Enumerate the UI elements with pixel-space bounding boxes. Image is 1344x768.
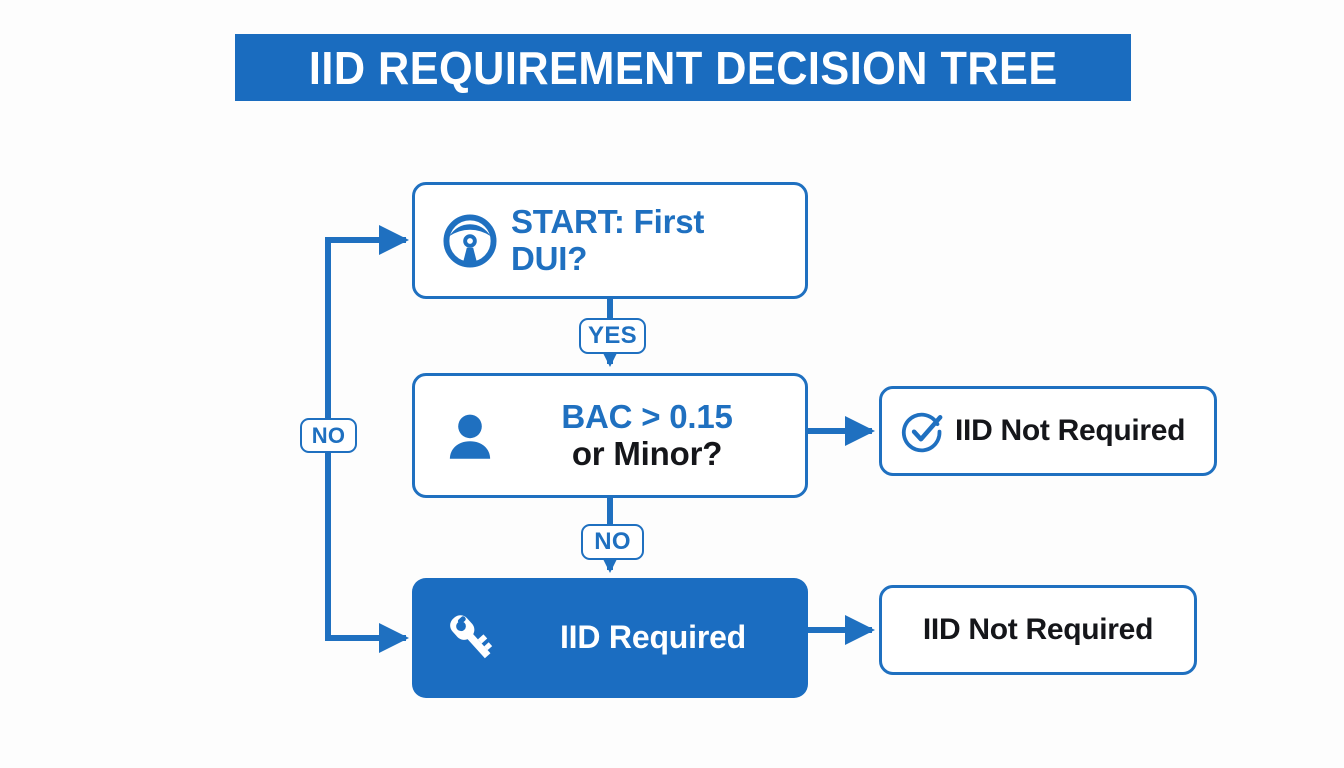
node-bac-label-line2: or Minor? — [571, 434, 723, 472]
edge-label-yes: YES — [579, 318, 646, 354]
node-iid-required[interactable]: IID Required — [412, 578, 808, 698]
steering-wheel-icon — [439, 210, 501, 272]
node-bac-label: BAC > 0.15 or Minor? — [507, 397, 787, 473]
node-iid-not-required-bottom-label: IID Not Required — [922, 613, 1154, 647]
edge-label-no-middle: NO — [581, 524, 644, 560]
node-bac-label-line1: BAC > 0.15 — [561, 397, 733, 435]
check-circle-icon — [900, 408, 946, 454]
node-iid-not-required-bottom[interactable]: IID Not Required — [879, 585, 1197, 675]
key-icon — [440, 605, 502, 671]
page-title-banner: IID REQUIREMENT DECISION TREE — [235, 34, 1131, 101]
person-icon — [439, 405, 501, 467]
node-iid-not-required-top[interactable]: IID Not Required — [879, 386, 1217, 476]
edge-label-no-left: NO — [300, 418, 357, 453]
node-bac-or-minor[interactable]: BAC > 0.15 or Minor? — [412, 373, 808, 498]
node-iid-not-required-top-label: IID Not Required — [955, 414, 1186, 448]
node-start-label: START: First DUI? — [511, 202, 705, 277]
page-title: IID REQUIREMENT DECISION TREE — [308, 41, 1058, 94]
node-start-first-dui[interactable]: START: First DUI? — [412, 182, 808, 299]
node-iid-required-label: IID Required — [559, 619, 747, 656]
